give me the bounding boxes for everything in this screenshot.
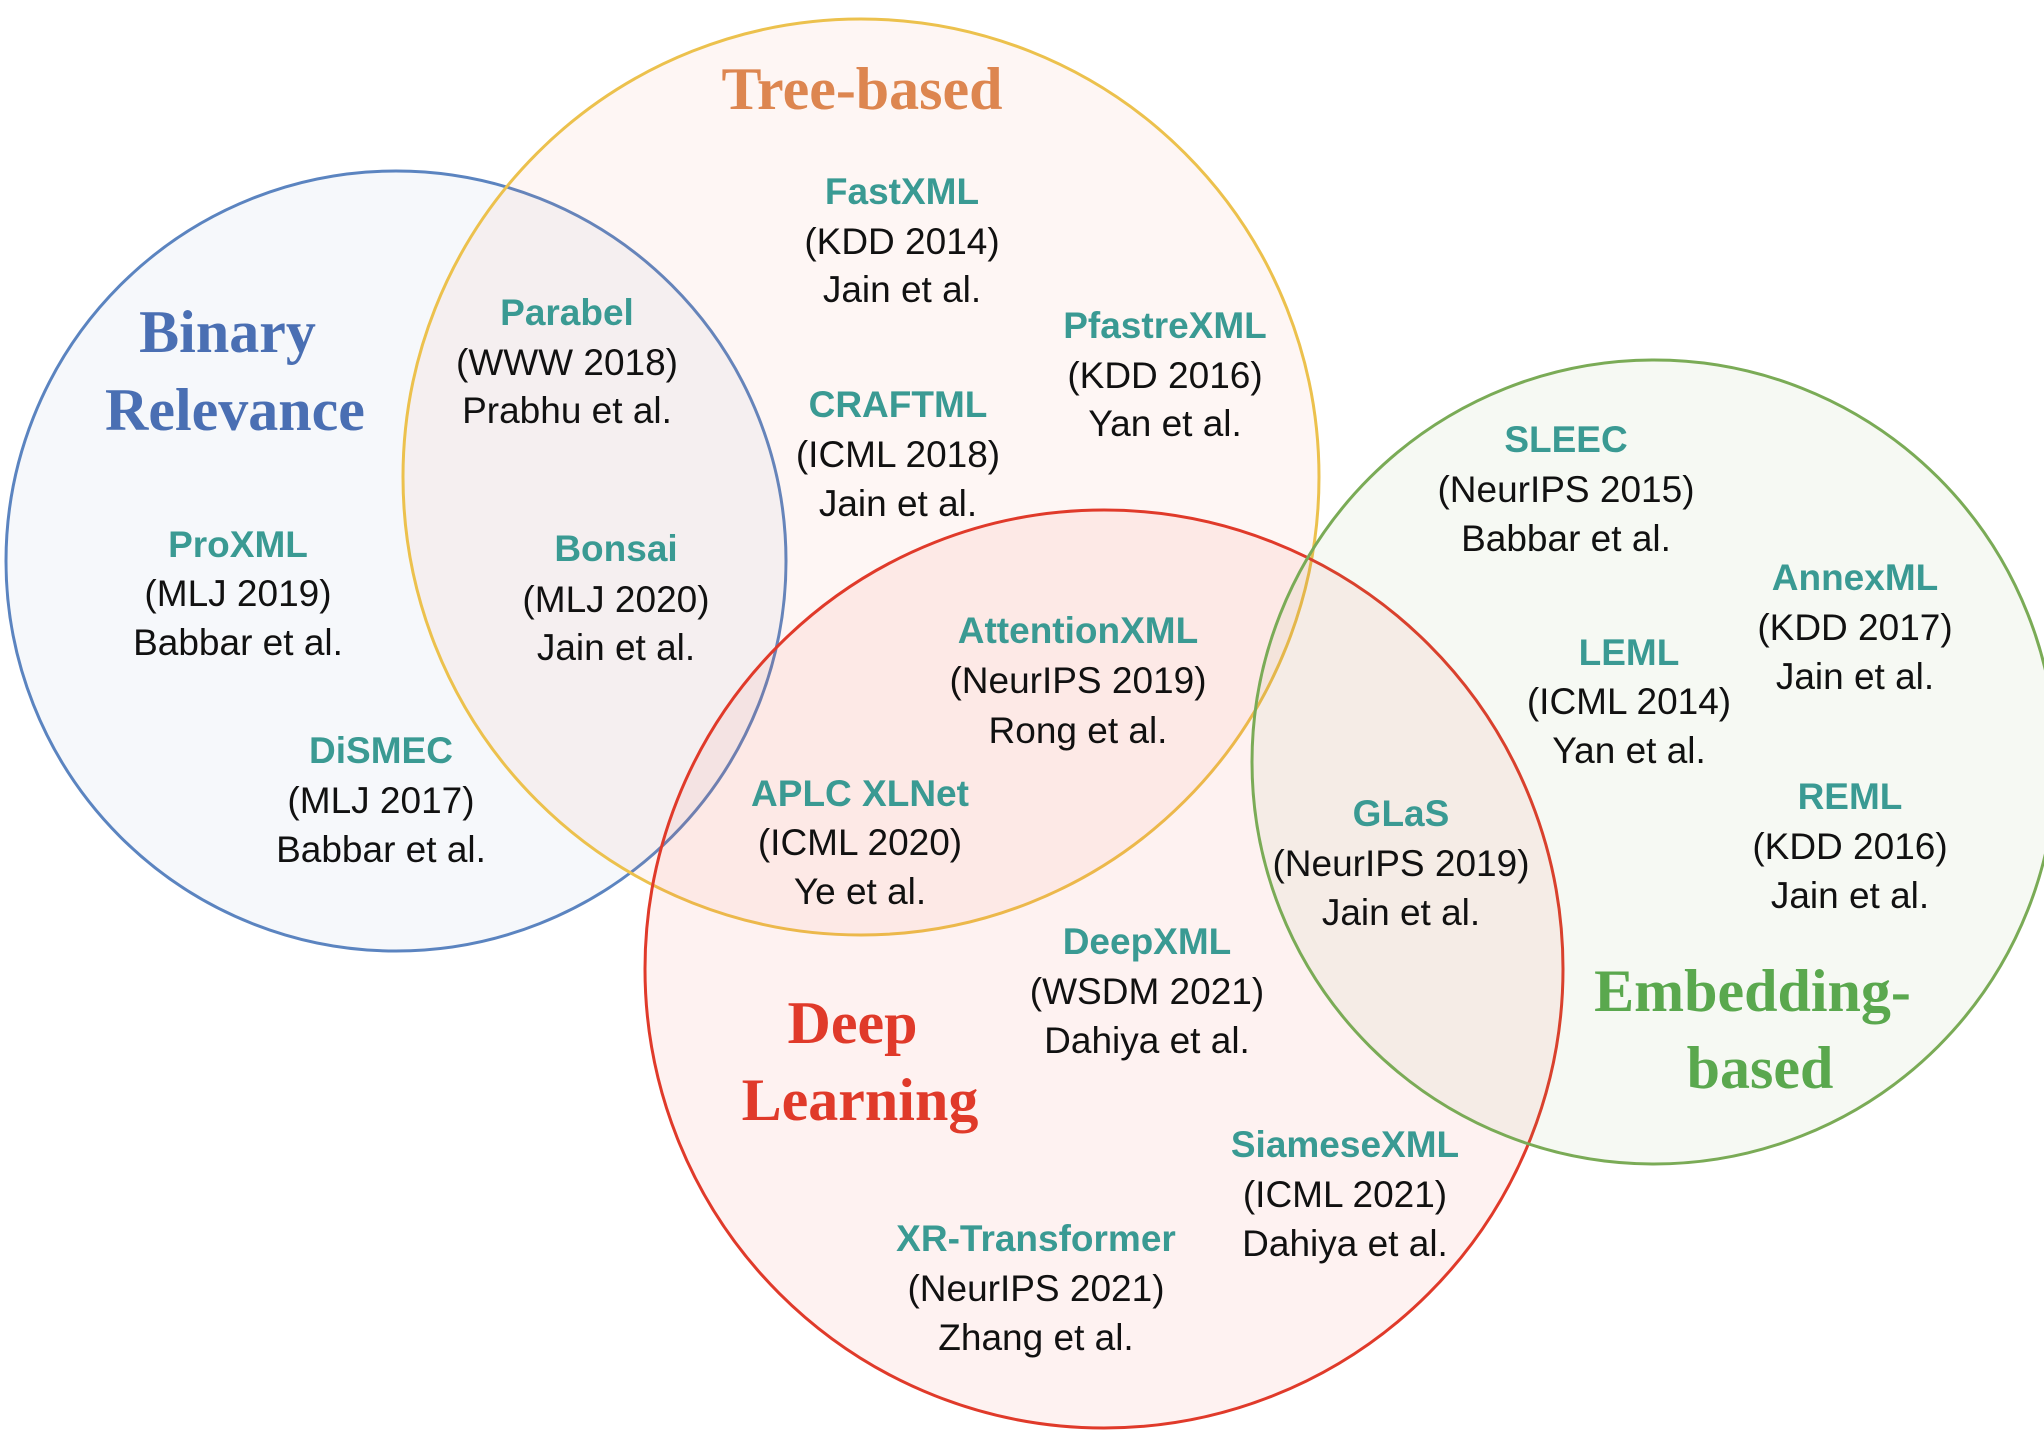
method-venue: (WSDM 2021) bbox=[1030, 971, 1264, 1012]
method-authors: Dahiya et al. bbox=[1044, 1020, 1250, 1061]
method-venue: (WWW 2018) bbox=[456, 342, 678, 383]
method-name: XR-Transformer bbox=[896, 1218, 1176, 1259]
method-venue: (MLJ 2017) bbox=[287, 780, 474, 821]
method-name: AttentionXML bbox=[958, 610, 1198, 651]
method-name: Bonsai bbox=[554, 528, 677, 569]
method-authors: Jain et al. bbox=[823, 269, 981, 310]
method-authors: Yan et al. bbox=[1552, 730, 1706, 771]
group-title-embedding-based: Embedding- based bbox=[1594, 958, 1926, 1101]
method-venue: (KDD 2016) bbox=[1752, 826, 1947, 867]
method-name: CRAFTML bbox=[809, 384, 988, 425]
method-name: APLC XLNet bbox=[751, 773, 969, 814]
method-authors: Babbar et al. bbox=[1461, 518, 1671, 559]
method-authors: Dahiya et al. bbox=[1242, 1223, 1448, 1264]
method-siamesexml: SiameseXML (ICML 2021) Dahiya et al. bbox=[1231, 1124, 1459, 1264]
method-venue: (ICML 2021) bbox=[1243, 1174, 1447, 1215]
method-pfastrexml: PfastreXML (KDD 2016) Yan et al. bbox=[1063, 305, 1267, 444]
method-name: DiSMEC bbox=[309, 730, 453, 771]
method-authors: Jain et al. bbox=[819, 483, 977, 524]
method-authors: Zhang et al. bbox=[938, 1317, 1133, 1358]
method-name: LEML bbox=[1579, 632, 1680, 673]
method-deepxml: DeepXML (WSDM 2021) Dahiya et al. bbox=[1030, 921, 1264, 1061]
method-name: REML bbox=[1798, 776, 1903, 817]
circle-deep-learning bbox=[643, 508, 1565, 1430]
method-venue: (NeurIPS 2021) bbox=[907, 1268, 1164, 1309]
group-title-binary-relevance: Binary Relevance bbox=[105, 299, 365, 443]
method-authors: Jain et al. bbox=[1776, 656, 1934, 697]
method-bonsai: Bonsai (MLJ 2020) Jain et al. bbox=[522, 528, 709, 668]
method-venue: (KDD 2017) bbox=[1757, 607, 1952, 648]
method-proxml: ProXML (MLJ 2019) Babbar et al. bbox=[133, 524, 343, 663]
method-authors: Yan et al. bbox=[1088, 403, 1242, 444]
method-aplc-xlnet: APLC XLNet (ICML 2020) Ye et al. bbox=[751, 773, 969, 912]
method-authors: Rong et al. bbox=[989, 710, 1168, 751]
method-authors: Ye et al. bbox=[794, 871, 926, 912]
method-glas: GLaS (NeurIPS 2019) Jain et al. bbox=[1272, 793, 1529, 933]
method-dismec: DiSMEC (MLJ 2017) Babbar et al. bbox=[276, 730, 486, 870]
circle-embedding-based bbox=[1250, 358, 2044, 1166]
method-venue: (ICML 2020) bbox=[758, 822, 962, 863]
method-authors: Jain et al. bbox=[537, 627, 695, 668]
method-sleec: SLEEC (NeurIPS 2015) Babbar et al. bbox=[1437, 419, 1694, 559]
method-name: Parabel bbox=[500, 292, 634, 333]
method-annexml: AnnexML (KDD 2017) Jain et al. bbox=[1757, 557, 1952, 697]
method-authors: Jain et al. bbox=[1771, 875, 1929, 916]
method-venue: (KDD 2014) bbox=[804, 221, 999, 262]
method-attentionxml: AttentionXML (NeurIPS 2019) Rong et al. bbox=[949, 610, 1206, 751]
method-name: FastXML bbox=[825, 171, 979, 212]
method-xr-transformer: XR-Transformer (NeurIPS 2021) Zhang et a… bbox=[896, 1218, 1176, 1358]
method-authors: Babbar et al. bbox=[276, 829, 486, 870]
method-name: AnnexML bbox=[1772, 557, 1939, 598]
method-parabel: Parabel (WWW 2018) Prabhu et al. bbox=[456, 292, 678, 431]
group-title-tree-based: Tree-based bbox=[721, 56, 1002, 122]
method-reml: REML (KDD 2016) Jain et al. bbox=[1752, 776, 1947, 916]
circle-binary-relevance bbox=[4, 169, 788, 953]
method-name: GLaS bbox=[1353, 793, 1450, 834]
method-name: ProXML bbox=[168, 524, 308, 565]
method-craftml: CRAFTML (ICML 2018) Jain et al. bbox=[796, 384, 1000, 524]
method-venue: (ICML 2014) bbox=[1527, 681, 1731, 722]
method-fastxml: FastXML (KDD 2014) Jain et al. bbox=[804, 171, 999, 310]
circle-tree-based bbox=[401, 17, 1321, 937]
method-venue: (KDD 2016) bbox=[1067, 355, 1262, 396]
method-authors: Prabhu et al. bbox=[462, 390, 672, 431]
method-authors: Jain et al. bbox=[1322, 892, 1480, 933]
method-authors: Babbar et al. bbox=[133, 622, 343, 663]
method-name: SLEEC bbox=[1504, 419, 1627, 460]
method-venue: (MLJ 2020) bbox=[522, 579, 709, 620]
method-venue: (NeurIPS 2019) bbox=[949, 660, 1206, 701]
method-leml: LEML (ICML 2014) Yan et al. bbox=[1527, 632, 1731, 771]
method-name: SiameseXML bbox=[1231, 1124, 1459, 1165]
method-name: DeepXML bbox=[1063, 921, 1232, 962]
method-venue: (NeurIPS 2015) bbox=[1437, 469, 1694, 510]
method-venue: (ICML 2018) bbox=[796, 434, 1000, 475]
method-name: PfastreXML bbox=[1063, 305, 1267, 346]
method-venue: (NeurIPS 2019) bbox=[1272, 843, 1529, 884]
method-venue: (MLJ 2019) bbox=[144, 573, 331, 614]
group-title-deep-learning: Deep Learning bbox=[742, 990, 979, 1133]
